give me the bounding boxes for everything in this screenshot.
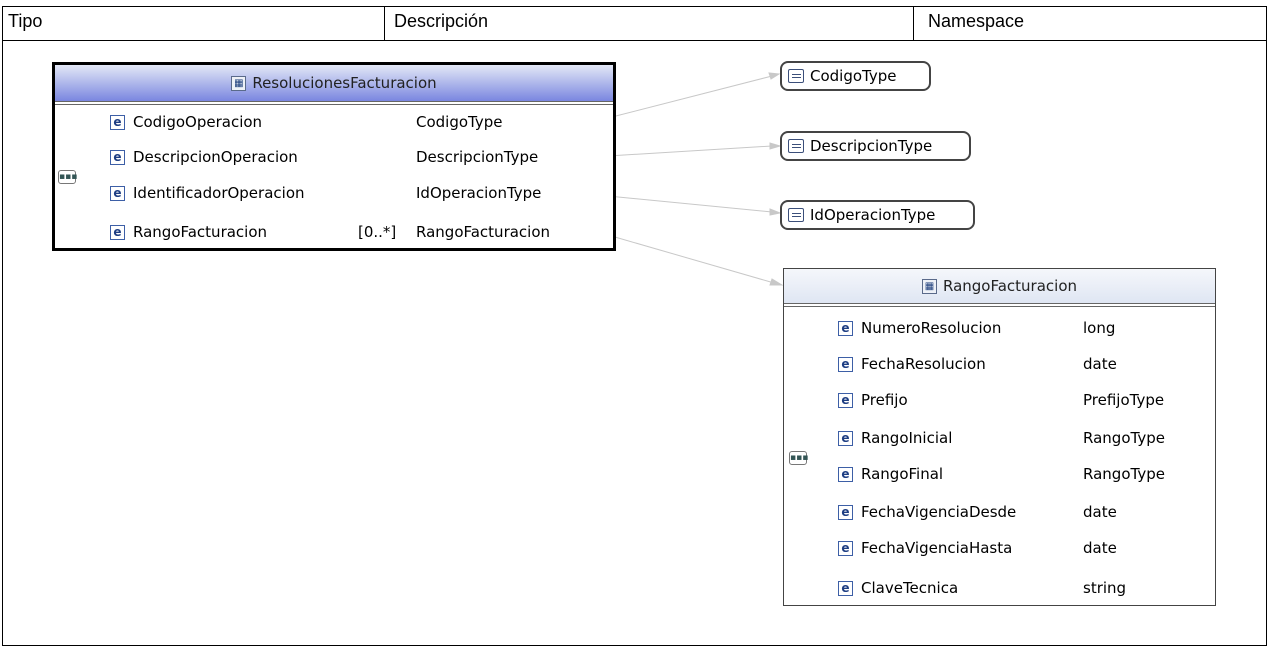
simple-type-ref[interactable]: CodigoType xyxy=(780,61,931,91)
element-icon: e xyxy=(838,392,853,408)
element-row[interactable]: e DescripcionOperacion xyxy=(110,145,298,169)
element-name: NumeroResolucion xyxy=(861,319,1002,337)
element-row[interactable]: e RangoFinal xyxy=(838,462,943,486)
element-name: RangoFinal xyxy=(861,465,944,483)
element-icon: e xyxy=(838,580,853,596)
complex-type-title: RangoFacturacion xyxy=(942,277,1078,295)
element-name: IdentificadorOperacion xyxy=(133,184,305,202)
element-icon: e xyxy=(110,224,125,240)
element-row[interactable]: e FechaVigenciaHasta xyxy=(838,536,1012,560)
element-name: RangoFacturacion xyxy=(133,223,268,241)
element-type: long xyxy=(1083,319,1116,337)
divider xyxy=(784,304,1215,307)
complex-type-icon: ▦ xyxy=(231,75,247,91)
header-tipo: Tipo xyxy=(8,11,43,31)
element-row[interactable]: e FechaVigenciaDesde xyxy=(838,500,1016,524)
element-type: date xyxy=(1083,503,1117,521)
element-name: Prefijo xyxy=(861,391,908,409)
element-row[interactable]: e ClaveTecnica xyxy=(838,576,958,600)
element-icon: e xyxy=(838,540,853,556)
element-icon: e xyxy=(838,320,853,336)
header-separator xyxy=(913,6,914,41)
element-type: date xyxy=(1083,539,1117,557)
element-type: CodigoType xyxy=(416,113,503,131)
sequence-icon: ▪▪▪ xyxy=(789,451,809,465)
simple-type-icon xyxy=(788,208,804,222)
element-icon: e xyxy=(838,466,853,482)
element-name: RangoInicial xyxy=(861,429,953,447)
element-icon: e xyxy=(838,430,853,446)
simple-type-ref[interactable]: DescripcionType xyxy=(780,131,971,161)
simple-type-label: IdOperacionType xyxy=(810,206,936,224)
element-name: DescripcionOperacion xyxy=(133,148,298,166)
element-row[interactable]: e RangoInicial xyxy=(838,426,952,450)
simple-type-label: CodigoType xyxy=(810,67,897,85)
element-type: RangoType xyxy=(1083,429,1165,447)
simple-type-ref[interactable]: IdOperacionType xyxy=(780,200,975,230)
complex-type-icon: ▦ xyxy=(921,278,937,294)
simple-type-icon xyxy=(788,139,804,153)
element-type: date xyxy=(1083,355,1117,373)
element-name: FechaVigenciaDesde xyxy=(861,503,1017,521)
table-frame xyxy=(2,6,1267,646)
element-icon: e xyxy=(110,185,125,201)
element-row[interactable]: e Prefijo xyxy=(838,388,908,412)
element-name: ClaveTecnica xyxy=(861,579,959,597)
element-type: RangoType xyxy=(1083,465,1165,483)
element-name: FechaVigenciaHasta xyxy=(861,539,1013,557)
header-namespace: Namespace xyxy=(928,11,1025,31)
element-row[interactable]: e CodigoOperacion xyxy=(110,110,262,134)
element-type: IdOperacionType xyxy=(416,184,542,202)
simple-type-label: DescripcionType xyxy=(810,137,933,155)
element-icon: e xyxy=(110,149,125,165)
element-type: string xyxy=(1083,579,1127,597)
element-icon: e xyxy=(838,356,853,372)
divider xyxy=(55,102,613,105)
complex-type-header: ▦ RangoFacturacion xyxy=(784,269,1215,304)
element-type: PrefijoType xyxy=(1083,391,1165,409)
header-divider xyxy=(2,40,1267,41)
element-row[interactable]: e IdentificadorOperacion xyxy=(110,181,305,205)
element-icon: e xyxy=(838,504,853,520)
element-row[interactable]: e NumeroResolucion xyxy=(838,316,1001,340)
element-type: DescripcionType xyxy=(416,148,539,166)
element-name: FechaResolucion xyxy=(861,355,986,373)
element-row[interactable]: e RangoFacturacion xyxy=(110,220,267,244)
element-type: RangoFacturacion xyxy=(416,223,551,241)
rango-facturacion-box[interactable]: ▦ RangoFacturacion xyxy=(783,268,1216,606)
element-icon: e xyxy=(110,114,125,130)
sequence-icon: ▪▪▪ xyxy=(58,170,78,184)
header-descripcion: Descripción xyxy=(394,11,489,31)
element-cardinality: [0..*] xyxy=(358,223,397,241)
complex-type-header: ▦ ResolucionesFacturacion xyxy=(55,65,613,102)
element-row[interactable]: e FechaResolucion xyxy=(838,352,986,376)
resoluciones-facturacion-box[interactable]: ▦ ResolucionesFacturacion xyxy=(52,62,616,251)
header-separator xyxy=(384,6,385,41)
element-name: CodigoOperacion xyxy=(133,113,263,131)
simple-type-icon xyxy=(788,69,804,83)
complex-type-title: ResolucionesFacturacion xyxy=(252,74,437,92)
